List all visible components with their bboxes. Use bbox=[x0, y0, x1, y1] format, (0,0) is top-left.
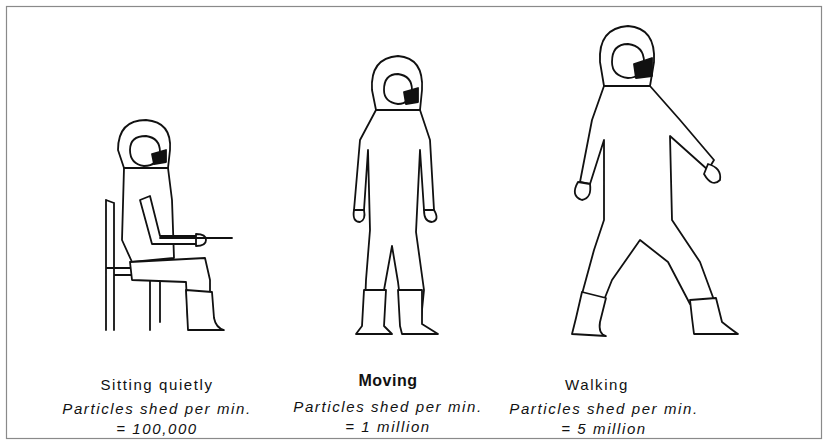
rate-value: = 1 million bbox=[345, 418, 431, 436]
frame-border bbox=[7, 7, 822, 439]
moving-figure bbox=[354, 56, 438, 334]
activity-label: Sitting quietly bbox=[100, 376, 213, 394]
sitting-figure bbox=[106, 120, 232, 330]
rate-caption: Particles shed per min. bbox=[293, 398, 482, 416]
rate-value: = 100,000 bbox=[116, 420, 198, 438]
walking-figure bbox=[572, 26, 738, 336]
rate-value: = 5 million bbox=[561, 420, 647, 438]
activity-label: Moving bbox=[359, 372, 418, 390]
activity-label: Walking bbox=[565, 376, 629, 394]
rate-caption: Particles shed per min. bbox=[509, 400, 698, 418]
rate-caption: Particles shed per min. bbox=[62, 400, 251, 418]
